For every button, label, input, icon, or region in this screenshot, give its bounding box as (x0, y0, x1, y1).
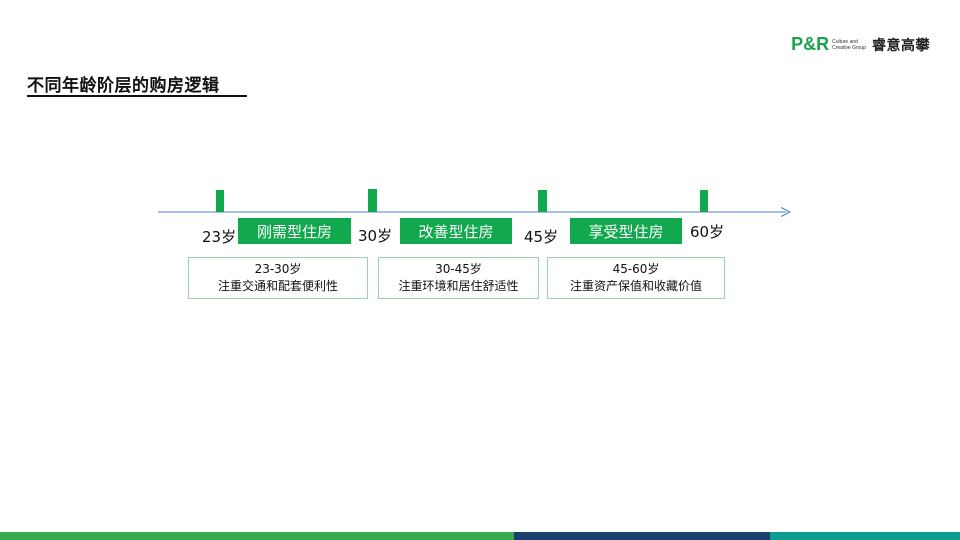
desc-text: 注重交通和配套便利性 (217, 279, 338, 293)
footer-bar-teal (770, 532, 960, 540)
phase-box-enjoyment: 享受型住房 (570, 218, 682, 244)
title-underline (27, 95, 247, 97)
desc-box-23-30: 23-30岁 注重交通和配套便利性 (188, 257, 368, 299)
age-label-60: 60岁 (690, 223, 725, 241)
page-title: 不同年龄阶层的购房逻辑 (27, 76, 220, 96)
desc-text: 注重资产保值和收藏价值 (569, 279, 702, 293)
phase-box-rigid-demand: 刚需型住房 (238, 218, 351, 244)
desc-range: 45-60岁 (612, 262, 660, 276)
timeline-marker-45 (538, 190, 547, 212)
logo-sub-line1: Culture and (832, 38, 858, 45)
timeline-arrowhead (780, 207, 792, 217)
age-label-23: 23岁 (202, 228, 237, 246)
desc-range: 30-45岁 (435, 262, 482, 276)
logo-mark: P&R (791, 34, 830, 54)
age-label-30: 30岁 (358, 227, 393, 245)
timeline-marker-23 (216, 190, 224, 212)
desc-box-45-60: 45-60岁 注重资产保值和收藏价值 (547, 257, 725, 299)
footer-bar-navy (514, 532, 770, 540)
phase-box-improvement: 改善型住房 (400, 218, 512, 244)
desc-box-30-45: 30-45岁 注重环境和居住舒适性 (378, 257, 539, 299)
logo-subtitle: Culture and Creative Group (832, 39, 866, 51)
logo-sub-line2: Creative Group (832, 44, 866, 51)
logo-chinese-name: 睿意高攀 (872, 37, 930, 54)
timeline-marker-60 (700, 190, 708, 212)
desc-range: 23-30岁 (254, 262, 302, 276)
timeline-marker-30 (368, 189, 377, 212)
age-label-45: 45岁 (524, 228, 559, 246)
company-logo: P&R Culture and Creative Group 睿意高攀 (791, 34, 930, 55)
desc-text: 注重环境和居住舒适性 (398, 279, 519, 293)
footer-bar-green (0, 532, 514, 540)
